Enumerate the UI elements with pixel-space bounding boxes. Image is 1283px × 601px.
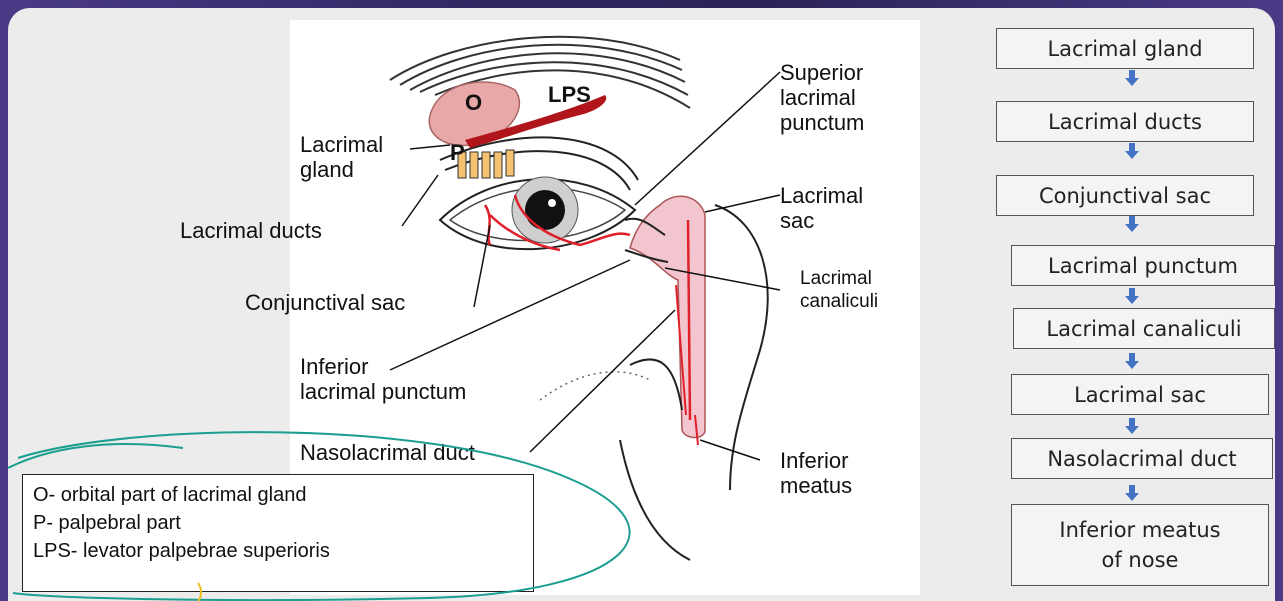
label-lacrimal-ducts: Lacrimal ducts xyxy=(180,218,322,243)
ducts xyxy=(458,150,514,178)
down-arrow-icon xyxy=(1125,353,1139,369)
flow-step-lacrimal-gland: Lacrimal gland xyxy=(996,28,1254,69)
down-arrow-icon xyxy=(1125,143,1139,159)
flow-step-inferior-meatus: Inferior meatus of nose xyxy=(1011,504,1269,586)
flow-step-lacrimal-sac: Lacrimal sac xyxy=(1011,374,1269,415)
label-inferior-lacrimal-punctum: Inferior lacrimal punctum xyxy=(300,354,466,404)
eyebrow xyxy=(390,37,690,108)
legend-line: P- palpebral part xyxy=(33,509,523,537)
legend-line: LPS- levator palpebrae superioris xyxy=(33,537,523,565)
slide: O LPS P Lacrimal gland Lacrimal ducts Co… xyxy=(8,8,1275,601)
flow-step-lacrimal-ducts: Lacrimal ducts xyxy=(996,101,1254,142)
down-arrow-icon xyxy=(1125,70,1139,86)
flow-step-lacrimal-canaliculi: Lacrimal canaliculi xyxy=(1013,308,1275,349)
label-lacrimal-sac: Lacrimal sac xyxy=(780,183,863,233)
label-lacrimal-gland: Lacrimal gland xyxy=(300,132,383,182)
label-superior-lacrimal-punctum: Superior lacrimal punctum xyxy=(780,60,864,135)
label-conjunctival-sac: Conjunctival sac xyxy=(245,290,405,315)
mark-p: P xyxy=(450,140,465,166)
flow-step-conjunctival-sac: Conjunctival sac xyxy=(996,175,1254,216)
legend-line: O- orbital part of lacrimal gland xyxy=(33,481,523,509)
label-lacrimal-canaliculi: Lacrimal canaliculi xyxy=(800,267,878,313)
label-nasolacrimal-duct: Nasolacrimal duct xyxy=(300,440,475,465)
down-arrow-icon xyxy=(1125,288,1139,304)
flow-step-nasolacrimal-duct: Nasolacrimal duct xyxy=(1011,438,1273,479)
label-inferior-meatus: Inferior meatus xyxy=(780,448,852,498)
down-arrow-icon xyxy=(1125,418,1139,434)
mark-lps: LPS xyxy=(548,82,591,108)
mark-o: O xyxy=(465,90,482,116)
abbreviation-legend: O- orbital part of lacrimal gland P- pal… xyxy=(22,474,534,592)
down-arrow-icon xyxy=(1125,216,1139,232)
down-arrow-icon xyxy=(1125,485,1139,501)
flow-step-lacrimal-punctum: Lacrimal punctum xyxy=(1011,245,1275,286)
